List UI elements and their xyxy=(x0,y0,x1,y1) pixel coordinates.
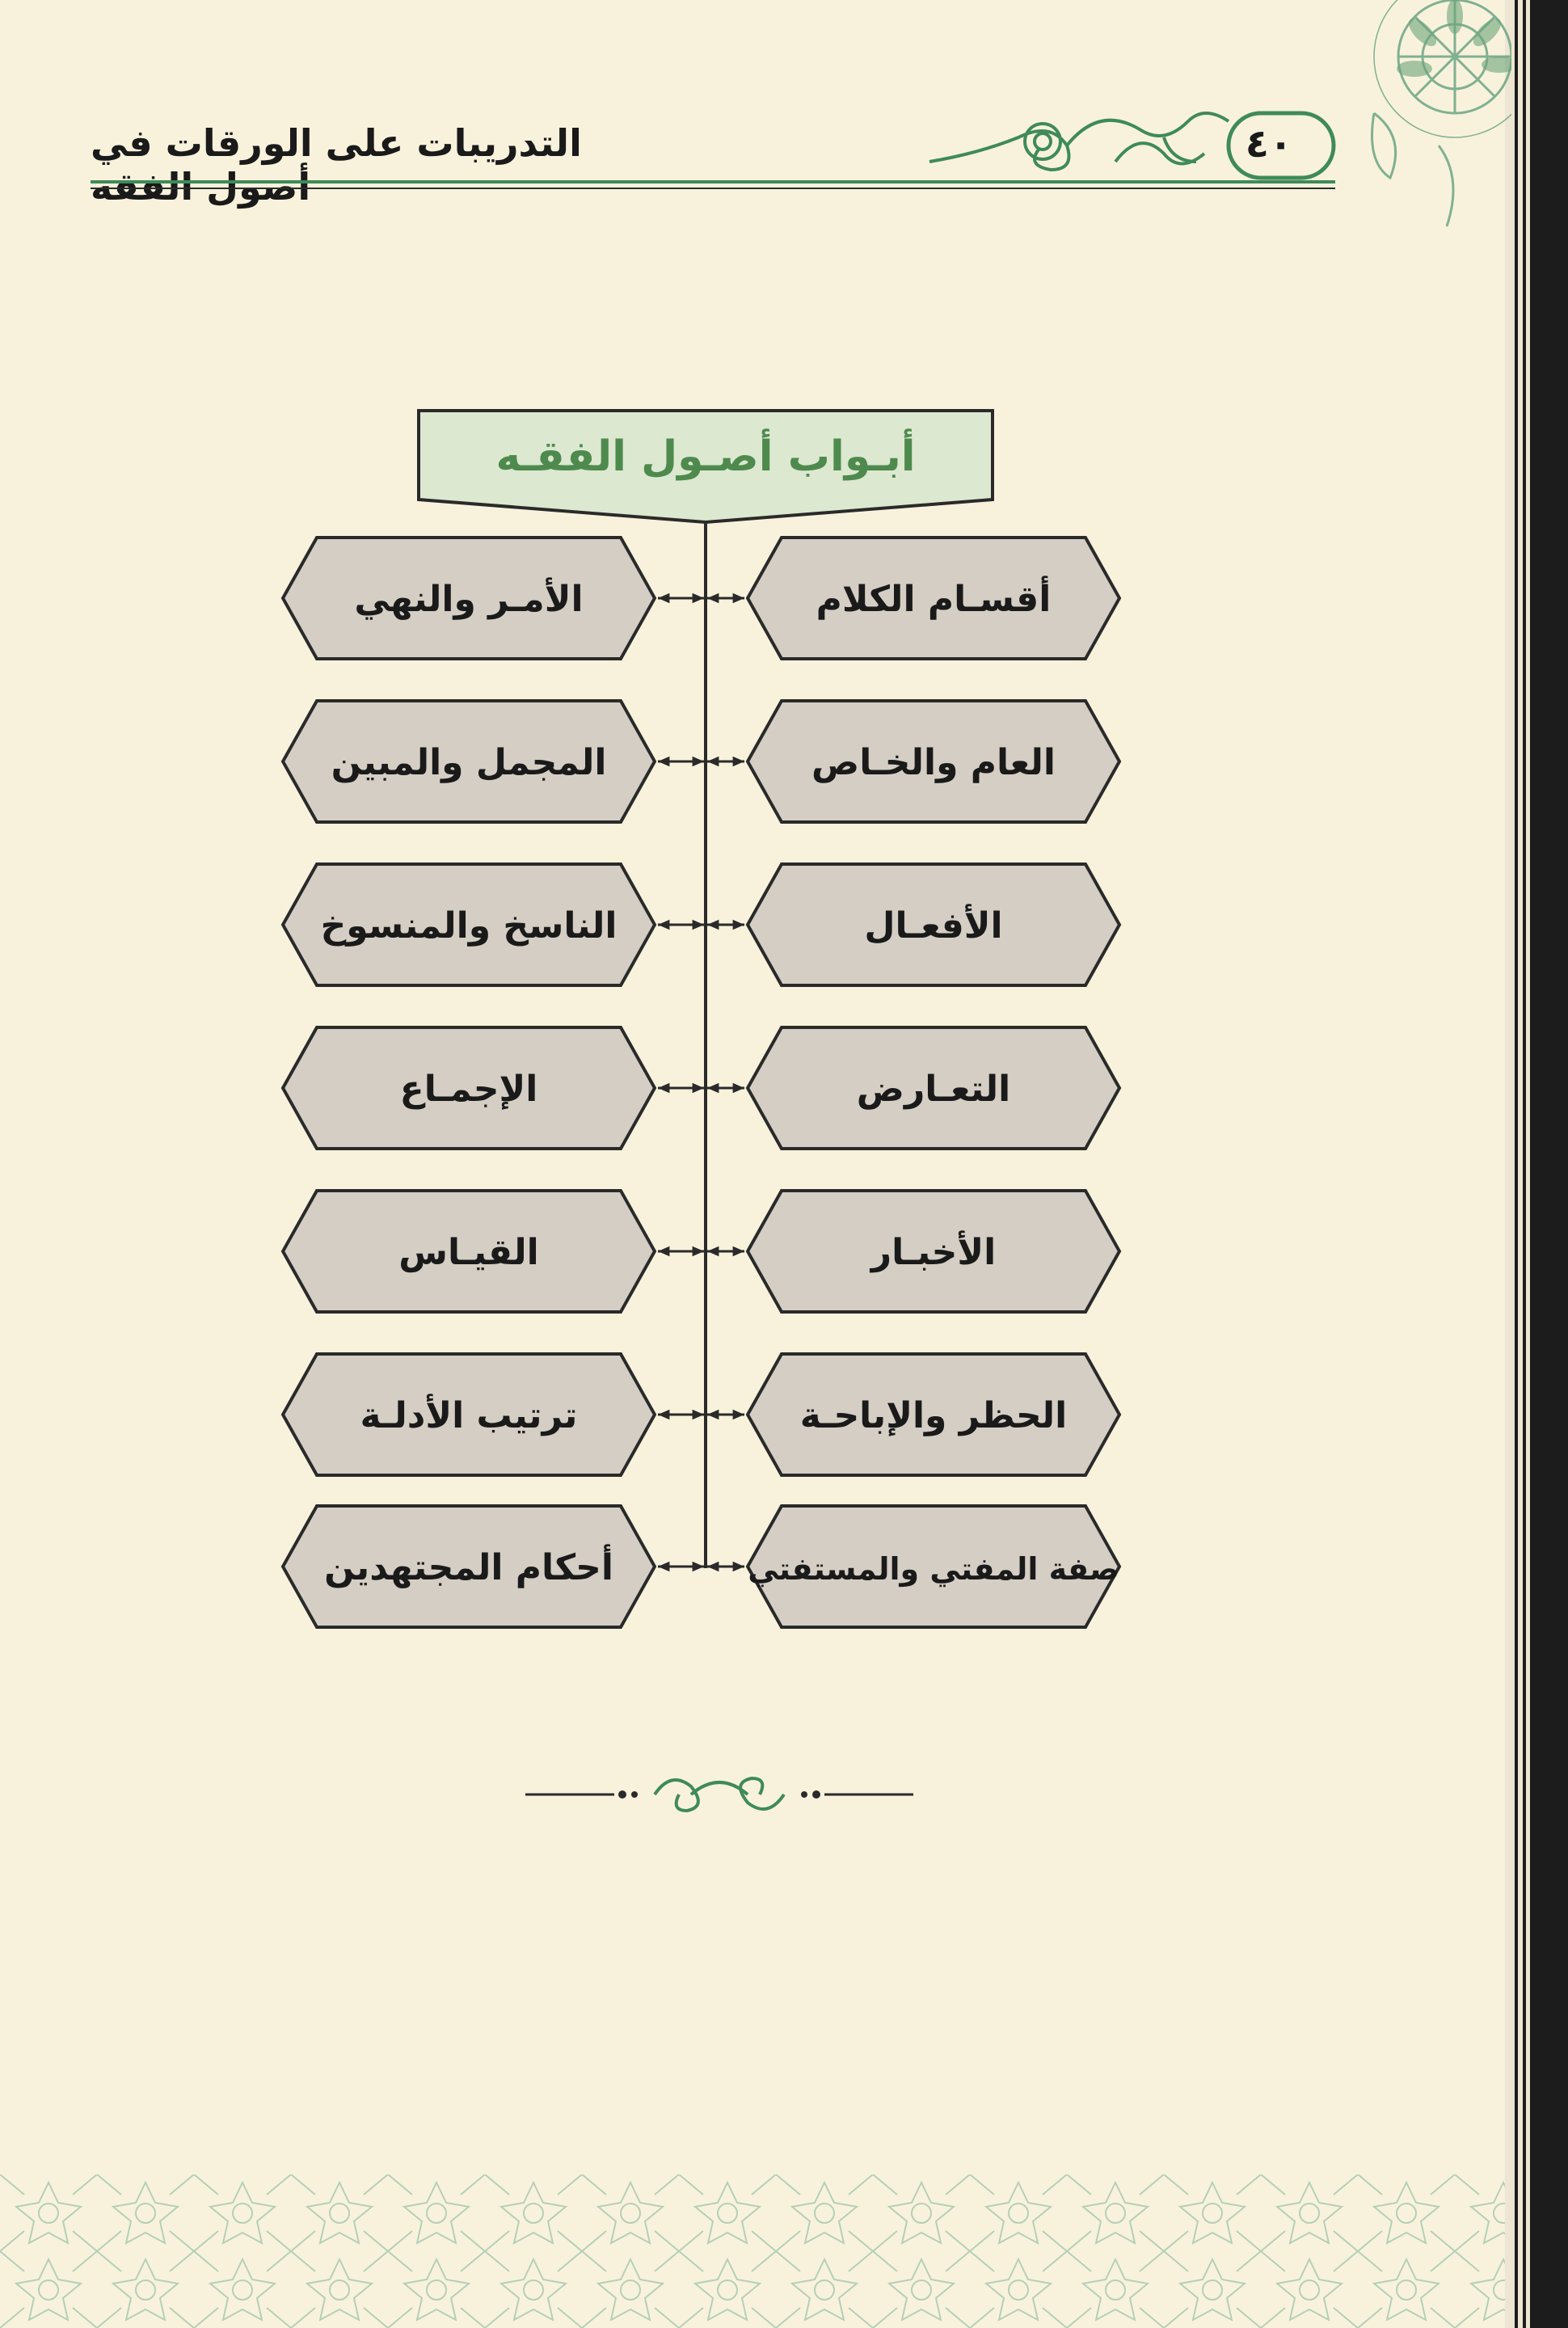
floral-corner-icon xyxy=(1371,0,1511,227)
connector-left-2 xyxy=(658,756,704,767)
node-right-5-label: الأخبـار xyxy=(870,1230,996,1273)
node-right-2: العام والخـاص xyxy=(745,699,1122,824)
node-right-5: الأخبـار xyxy=(745,1189,1122,1314)
node-right-4-label: التعـارض xyxy=(857,1069,1010,1110)
node-right-3-label: الأفعـال xyxy=(864,904,1002,947)
page-title: التدريبات على الورقات في أصول الفقه xyxy=(91,121,582,209)
geometric-star-pattern-icon xyxy=(0,2174,1505,2328)
node-right-6: الحظر والإباحـة xyxy=(745,1352,1122,1477)
connector-right-4 xyxy=(707,1082,744,1094)
connector-right-3 xyxy=(707,919,744,930)
node-left-7: أحكام المجتهدين xyxy=(280,1504,657,1629)
connector-left-4 xyxy=(658,1082,704,1094)
header-scroll-ornament-icon xyxy=(929,111,1336,180)
connector-left-5 xyxy=(658,1246,704,1257)
node-left-6: ترتيب الأدلـة xyxy=(280,1352,657,1477)
node-right-7-label: صفة المفتي والمستفتي xyxy=(748,1551,1119,1588)
node-right-3: الأفعـال xyxy=(745,862,1122,987)
connector-left-3 xyxy=(658,919,704,930)
page-number: ٤٠ xyxy=(1245,121,1293,167)
node-right-2-label: العام والخـاص xyxy=(811,742,1056,783)
node-left-1-label: الأمـر والنهي xyxy=(354,577,583,620)
connector-right-6 xyxy=(707,1409,744,1420)
connector-right-5 xyxy=(707,1246,744,1257)
node-left-5-label: القيـاس xyxy=(398,1232,539,1273)
node-left-1: الأمـر والنهي xyxy=(280,536,657,660)
node-right-1: أقسـام الكلام xyxy=(745,536,1122,660)
node-right-7: صفة المفتي والمستفتي xyxy=(745,1504,1122,1629)
connector-left-7 xyxy=(658,1561,704,1572)
node-left-4: الإجمـاع xyxy=(280,1026,657,1150)
node-left-3-label: الناسخ والمنسوخ xyxy=(321,905,618,947)
node-right-6-label: الحظر والإباحـة xyxy=(800,1395,1068,1436)
node-left-5: القيـاس xyxy=(280,1189,657,1314)
title-box xyxy=(417,409,994,525)
bottom-divider-ornament-icon xyxy=(525,1776,913,1813)
node-left-6-label: ترتيب الأدلـة xyxy=(360,1394,578,1436)
node-left-4-label: الإجمـاع xyxy=(400,1069,538,1110)
node-left-3: الناسخ والمنسوخ xyxy=(280,862,657,987)
header-rule xyxy=(91,180,1335,189)
connector-left-1 xyxy=(658,593,704,604)
node-right-1-label: أقسـام الكلام xyxy=(816,576,1052,620)
page-edge xyxy=(1505,0,1568,2328)
node-left-2: المجمل والمبين xyxy=(280,699,657,824)
connector-right-1 xyxy=(707,593,744,604)
node-left-7-label: أحكام المجتهدين xyxy=(324,1544,613,1588)
node-left-2-label: المجمل والمبين xyxy=(331,742,607,783)
diagram-title: أبـواب أصـول الفقـه xyxy=(495,428,915,481)
connector-right-2 xyxy=(707,756,744,767)
connector-right-7 xyxy=(707,1561,744,1572)
connector-left-6 xyxy=(658,1409,704,1420)
node-right-4: التعـارض xyxy=(745,1026,1122,1150)
